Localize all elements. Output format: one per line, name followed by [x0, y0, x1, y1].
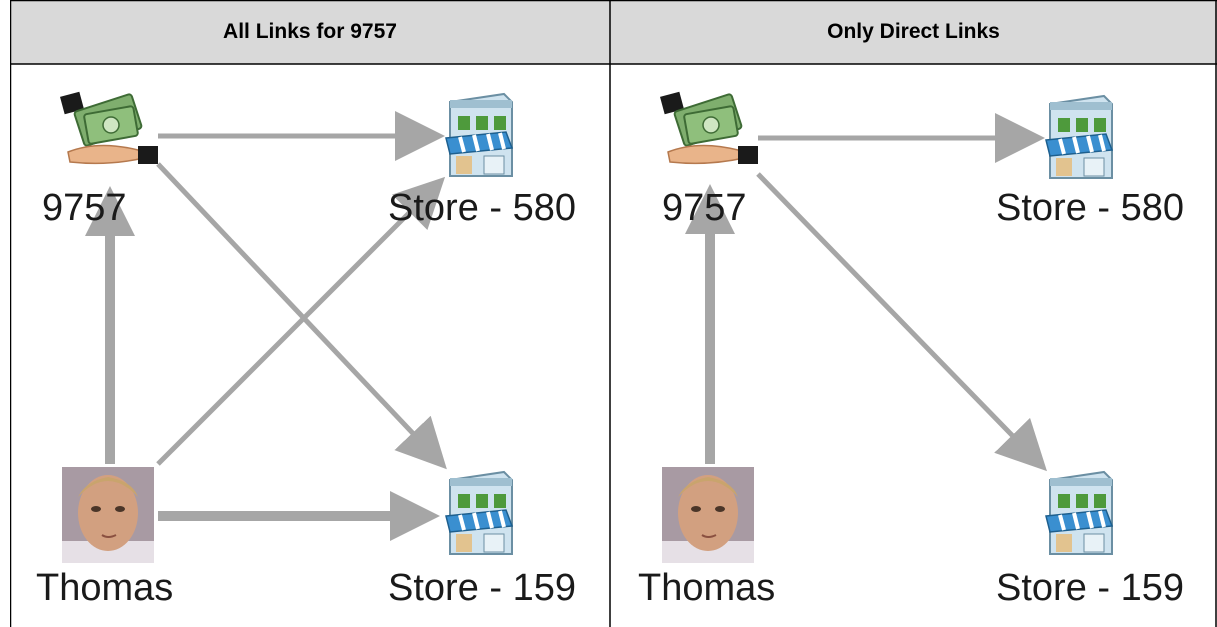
node-label-store-159: Store - 159 — [388, 567, 576, 609]
node-label-store-580: Store - 580 — [996, 187, 1184, 229]
comparison-table: All Links for 9757 Only Direct Links — [10, 0, 1217, 627]
node-label-9757: 9757 — [662, 187, 747, 229]
edge-9757-to-store-159 — [156, 162, 447, 470]
graph-all-links — [60, 91, 514, 563]
edge-9757-to-store-159 — [756, 172, 1047, 472]
money-handoff-icon — [60, 91, 158, 165]
panel-all-links: 9757 Store - 580 Thomas Store - 159 — [10, 64, 610, 627]
edge-thomas-to-store-580 — [156, 176, 446, 466]
store-building-icon — [445, 470, 514, 555]
node-label-thomas: Thomas — [638, 567, 776, 609]
store-building-icon — [1045, 94, 1114, 179]
graph-direct-links — [660, 91, 1114, 563]
store-building-icon — [445, 92, 514, 177]
node-label-9757: 9757 — [42, 187, 127, 229]
node-label-thomas: Thomas — [36, 567, 174, 609]
node-label-store-580: Store - 580 — [388, 187, 576, 229]
store-building-icon — [1045, 470, 1114, 555]
panel-direct-links: 9757 Store - 580 Thomas Store - 159 — [610, 64, 1217, 627]
node-label-store-159: Store - 159 — [996, 567, 1184, 609]
header-direct-links: Only Direct Links — [827, 20, 1000, 43]
header-row: All Links for 9757 Only Direct Links — [10, 0, 1217, 64]
person-photo — [662, 467, 754, 563]
person-photo — [62, 467, 154, 563]
header-all-links: All Links for 9757 — [223, 20, 397, 43]
money-handoff-icon — [660, 91, 758, 165]
